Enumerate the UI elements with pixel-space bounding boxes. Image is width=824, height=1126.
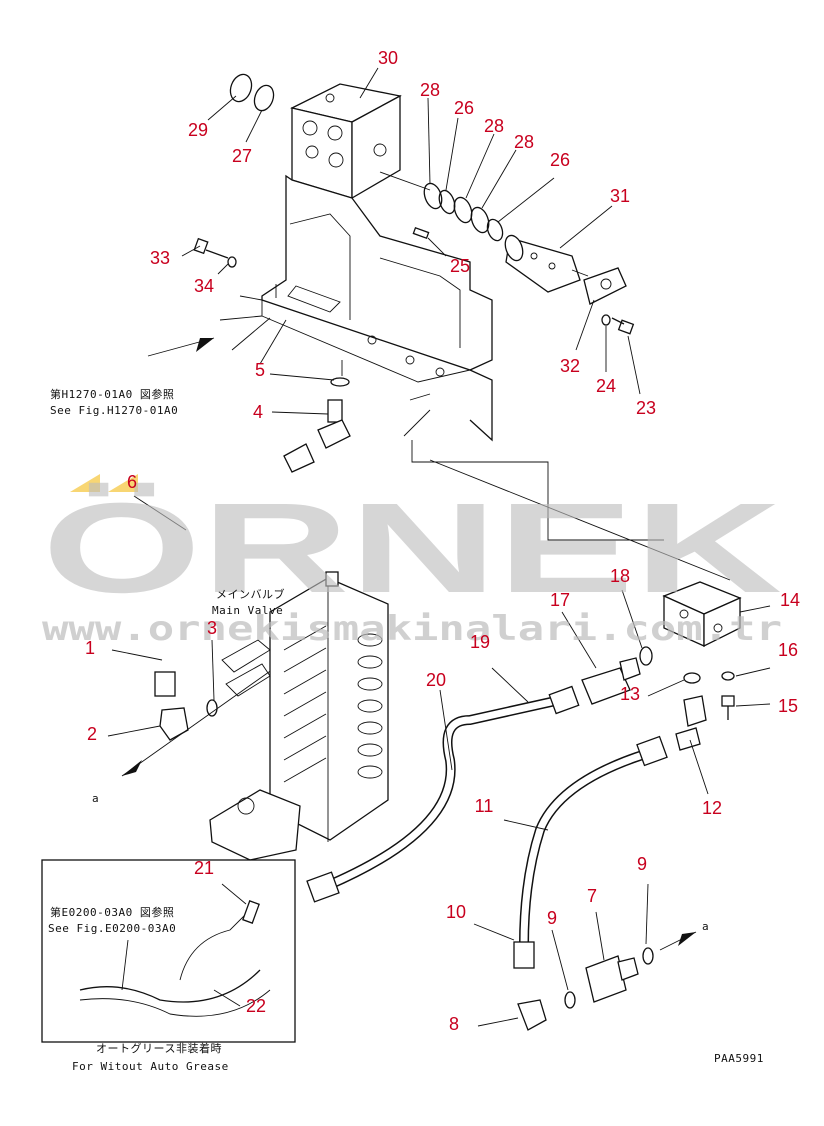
inset-no-auto-grease (41, 859, 296, 1043)
callout-25: 25 (450, 256, 470, 276)
reference-labels: 第H1270-01A0 図参照 See Fig.H1270-01A0 メインバル… (48, 387, 764, 1073)
flange-32 (583, 267, 627, 305)
callout-7: 7 (587, 886, 597, 906)
watermark-url: www.ornekismakinalari.com.tr (42, 609, 782, 649)
hose-6 (154, 443, 315, 697)
callout-24: 24 (596, 376, 616, 396)
arrow-head (196, 338, 214, 352)
callout-27: 27 (232, 146, 252, 166)
callouts: 30 29 27 28 26 28 28 26 31 25 33 34 32 2… (85, 48, 800, 1034)
elbow-4 (317, 377, 351, 449)
watermark-brand: ÖRNEK (42, 477, 782, 620)
ref-h1270-jp: 第H1270-01A0 図参照 (50, 387, 174, 401)
bottom-fittings (517, 931, 697, 1031)
callout-1: 1 (85, 638, 95, 658)
auto-grease-en: For Witout Auto Grease (72, 1060, 229, 1073)
callout-6: 6 (127, 472, 137, 492)
ref-e0200-jp: 第E0200-03A0 図参照 (50, 905, 174, 919)
auto-grease-jp: オートグリース非装着時 (96, 1041, 222, 1055)
ref-e0200-en: See Fig.E0200-03A0 (48, 922, 176, 935)
callout-19: 19 (470, 632, 490, 652)
main-valve-jp: メインバルブ (216, 587, 285, 601)
callout-15: 15 (778, 696, 798, 716)
watermark-accent-2 (108, 474, 138, 492)
callout-17: 17 (550, 590, 570, 610)
callout-20: 20 (426, 670, 446, 690)
callout-13: 13 (620, 684, 640, 704)
ref-h1270-en: See Fig.H1270-01A0 (50, 404, 178, 417)
callout-11: 11 (475, 796, 494, 816)
callout-26a: 26 (454, 98, 474, 118)
callout-31: 31 (610, 186, 630, 206)
callout-28b: 28 (484, 116, 504, 136)
solenoid-cartridge-31 (504, 234, 589, 293)
callout-23: 23 (636, 398, 656, 418)
drawing-code: PAA5991 (714, 1052, 764, 1065)
hose-11 (513, 695, 707, 969)
callout-9a: 9 (637, 854, 647, 874)
callout-18: 18 (610, 566, 630, 586)
callout-21: 21 (194, 858, 214, 878)
callout-3: 3 (207, 618, 217, 638)
connector-a-right: a (702, 920, 709, 933)
connector-a-left: a (92, 792, 99, 805)
bolts-23-33 (193, 226, 635, 335)
callout-32: 32 (560, 356, 580, 376)
adapter-17 (581, 646, 653, 705)
hose-20 (306, 685, 580, 903)
seal-rings (423, 182, 504, 242)
callout-33: 33 (150, 248, 170, 268)
callout-10: 10 (446, 902, 466, 922)
callout-2: 2 (87, 724, 97, 744)
pipe-routes (341, 171, 731, 581)
o-rings-29-27 (229, 73, 275, 112)
callout-9b: 9 (547, 908, 557, 928)
callout-16: 16 (778, 640, 798, 660)
callout-22: 22 (246, 996, 266, 1016)
watermark-accent (70, 474, 100, 492)
callout-8: 8 (449, 1014, 459, 1034)
valve-block-30 (290, 83, 402, 200)
main-valve-en: Main Valve (212, 604, 283, 617)
callout-28c: 28 (514, 132, 534, 152)
callout-14: 14 (780, 590, 800, 610)
manifold-block-14 (662, 581, 742, 720)
callout-5: 5 (255, 360, 265, 380)
leader-lines (107, 67, 771, 1027)
watermark: ÖRNEK www.ornekismakinalari.com.tr (42, 474, 782, 649)
callout-29: 29 (188, 120, 208, 140)
callout-28a: 28 (420, 80, 440, 100)
callout-26b: 26 (550, 150, 570, 170)
callout-12: 12 (702, 798, 722, 818)
main-valve (209, 571, 389, 861)
callout-34: 34 (194, 276, 214, 296)
callout-4: 4 (253, 402, 263, 422)
mounting-bracket (219, 174, 493, 442)
callout-30: 30 (378, 48, 398, 68)
